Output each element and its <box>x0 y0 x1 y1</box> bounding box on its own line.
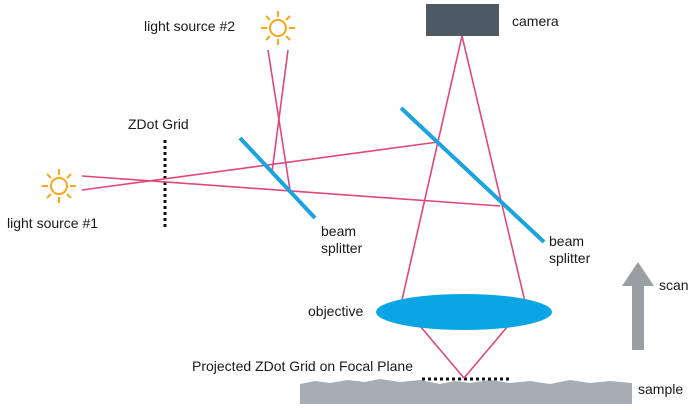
beam-splitter-left-label-1: beam <box>321 223 356 239</box>
beam-splitter-right-label-2: splitter <box>549 250 591 266</box>
camera-icon <box>426 4 499 36</box>
sample-label: sample <box>638 381 683 397</box>
sun-icon <box>42 169 76 203</box>
projected-grid-label: Projected ZDot Grid on Focal Plane <box>192 358 413 374</box>
beam-splitter-right <box>399 106 546 244</box>
light-source-1-label: light source #1 <box>7 215 98 231</box>
objective-label: objective <box>308 303 363 319</box>
zdot-grid-label: ZDot Grid <box>128 116 189 132</box>
objective-lens <box>376 294 552 330</box>
sample-icon <box>300 379 632 404</box>
up-arrow-icon <box>622 262 654 350</box>
beam-splitter-right-label-1: beam <box>549 233 584 249</box>
scan-label: scan <box>659 277 689 293</box>
beam-splitter-left <box>238 136 317 220</box>
camera-label: camera <box>512 13 559 29</box>
light-source-2-label: light source #2 <box>144 18 235 34</box>
sun-icon <box>261 11 295 45</box>
beam-splitter-left-label-2: splitter <box>321 240 363 256</box>
